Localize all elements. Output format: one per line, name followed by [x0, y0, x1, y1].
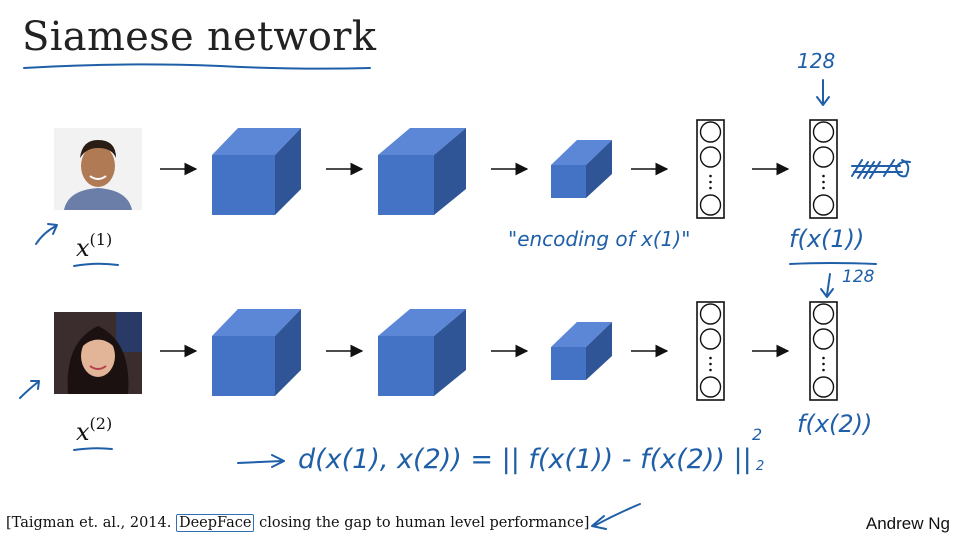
- author-credit: Andrew Ng: [865, 514, 950, 533]
- citation-suffix: closing the gap to human level performan…: [254, 515, 590, 531]
- conv-block-bottom-1: [212, 309, 301, 396]
- conv-block-top-1: [212, 128, 301, 215]
- norm-subscript: 2: [756, 459, 764, 474]
- dim-arrow-top: [816, 79, 830, 106]
- f-of-x2-label: f(x(2)): [797, 410, 872, 438]
- top-pipeline: [160, 119, 838, 219]
- f-of-x1-label: f(x(1)): [789, 225, 864, 253]
- citation-highlight: DeepFace: [175, 514, 255, 532]
- underline-x2: [73, 447, 113, 451]
- input-label-1: x(1): [76, 230, 112, 262]
- encoding-layer-bottom: [809, 301, 838, 401]
- conv-block-top-3: [551, 140, 612, 198]
- title-underline: [23, 63, 371, 70]
- pointer-arrow-1: [35, 223, 58, 245]
- fc-layer-top: [696, 119, 725, 219]
- f-underline: [789, 262, 877, 265]
- norm-power: 2: [752, 425, 762, 444]
- pointer-arrow-2: [19, 380, 40, 399]
- encoding-layer-top: [809, 119, 838, 219]
- input-label-2: x(2): [76, 414, 112, 446]
- face-photo-1: [54, 128, 142, 210]
- citation-prefix: [Taigman et. al., 2014.: [6, 515, 176, 531]
- conv-block-top-2: [378, 128, 466, 215]
- distance-arrow: [237, 454, 285, 468]
- conv-block-bottom-2: [378, 309, 466, 396]
- fc-layer-bottom: [696, 301, 725, 401]
- distance-equation: d(x(1), x(2)) = || f(x(1)) - f(x(2)) ||: [298, 444, 752, 475]
- dim-label-top: 128: [797, 49, 835, 73]
- dim-label-bottom: 128: [842, 267, 875, 287]
- face-photo-2: [54, 312, 142, 394]
- scribble: [851, 159, 911, 179]
- citation-arrow: [591, 503, 641, 530]
- underline-x1: [73, 262, 119, 267]
- dim-arrow-bottom: [820, 273, 834, 298]
- slide-title: Siamese network: [22, 14, 377, 60]
- conv-block-bottom-3: [551, 322, 612, 380]
- encoding-note: "encoding of x(1)": [508, 227, 690, 251]
- bottom-pipeline: [160, 301, 838, 401]
- citation: [Taigman et. al., 2014. DeepFace closing…: [6, 514, 590, 532]
